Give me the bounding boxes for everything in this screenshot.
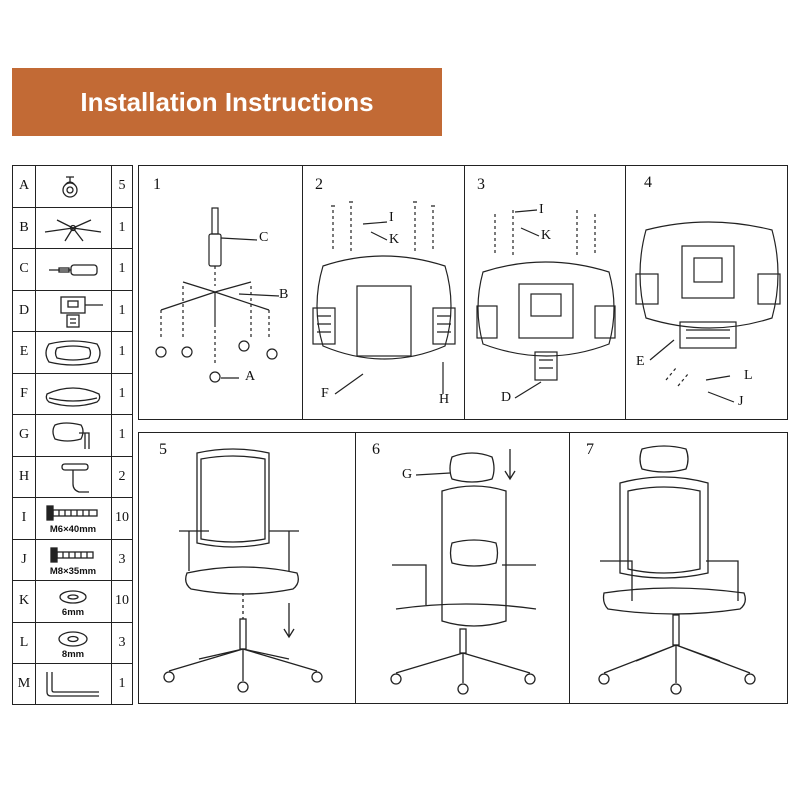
- part-qty: 1: [118, 427, 126, 443]
- step-3-panel: 3 I K D: [464, 165, 626, 420]
- step-number: 5: [159, 441, 167, 458]
- part-qty: 2: [118, 468, 126, 484]
- headrest-install-diagram: [390, 449, 537, 695]
- step-number: 3: [477, 176, 485, 193]
- step-number: 4: [644, 174, 652, 191]
- callout-h: H: [439, 392, 450, 407]
- part-size-label: 8mm: [61, 648, 85, 660]
- tilt-mechanism-icon: [35, 290, 112, 331]
- step-number: 2: [315, 176, 323, 193]
- part-row-a: A 5: [13, 166, 132, 208]
- part-letter: I: [13, 498, 36, 539]
- base-assembly-diagram: [155, 207, 280, 383]
- lumbar-support-icon: [35, 332, 112, 373]
- headrest-icon: [35, 415, 112, 456]
- part-letter: A: [13, 166, 36, 207]
- part-letter: C: [13, 249, 36, 290]
- callout-b: B: [279, 287, 289, 302]
- callout-c: C: [259, 230, 269, 245]
- part-size-label: 6mm: [61, 607, 85, 618]
- part-qty: 1: [118, 676, 126, 691]
- star-base-icon: [35, 207, 112, 248]
- finished-chair-diagram: [598, 445, 756, 695]
- part-size-label: M6×40mm: [49, 524, 97, 535]
- callout-l: L: [744, 368, 753, 383]
- bolt-icon: M6×40mm: [35, 498, 112, 539]
- step-6-panel: 6 G: [355, 432, 570, 704]
- part-letter: B: [13, 207, 36, 248]
- hex-wrench-icon: [35, 664, 112, 704]
- callout-i: I: [389, 210, 394, 225]
- parts-table: A 5 B 1 C 1 D 1 E: [12, 165, 133, 705]
- callout-j: J: [738, 394, 744, 409]
- part-letter: L: [13, 622, 36, 663]
- part-qty: 3: [118, 634, 126, 650]
- part-row-i: I M6×40mm 10: [13, 498, 132, 540]
- part-row-h: H 2: [13, 456, 132, 498]
- callout-k: K: [541, 228, 552, 243]
- washer-icon: 6mm: [35, 581, 112, 622]
- part-row-b: B 1: [13, 207, 132, 249]
- part-row-m: M 1: [13, 664, 132, 704]
- part-row-l: L 8mm 3: [13, 622, 132, 664]
- mechanism-install-diagram: [476, 209, 616, 399]
- gas-cylinder-icon: [35, 249, 112, 290]
- part-qty: 1: [118, 261, 126, 277]
- step-number: 7: [586, 441, 594, 458]
- step-1-panel: 1 C B A: [138, 165, 303, 420]
- step-number: 1: [153, 176, 161, 193]
- part-row-j: J M8×35mm 3: [13, 539, 132, 581]
- callout-a: A: [245, 369, 256, 384]
- part-row-g: G 1: [13, 415, 132, 457]
- part-qty: 1: [118, 385, 126, 401]
- part-letter: D: [13, 290, 36, 331]
- part-row-d: D 1: [13, 290, 132, 332]
- callout-i: I: [539, 202, 544, 217]
- callout-k: K: [389, 232, 400, 247]
- lumbar-install-diagram: [635, 221, 781, 403]
- page-title: Installation Instructions: [80, 86, 374, 117]
- part-row-e: E 1: [13, 332, 132, 374]
- armrest-icon: [35, 456, 112, 497]
- part-row-c: C 1: [13, 249, 132, 291]
- part-qty: 1: [118, 219, 126, 235]
- part-letter: K: [13, 581, 36, 622]
- callout-g: G: [402, 467, 413, 482]
- callout-e: E: [636, 354, 645, 369]
- step-4-panel: 4 E L J: [625, 165, 788, 420]
- seat-cushion-icon: [35, 373, 112, 414]
- callout-d: D: [501, 390, 512, 405]
- step-7-panel: 7: [569, 432, 788, 704]
- chair-on-base-diagram: [163, 448, 323, 693]
- callout-f: F: [321, 386, 329, 401]
- caster-wheel-icon: [35, 166, 112, 207]
- part-letter: M: [13, 664, 36, 704]
- part-letter: E: [13, 332, 36, 373]
- washer-icon: 8mm: [35, 622, 112, 663]
- part-letter: G: [13, 415, 36, 456]
- step-5-panel: 5: [138, 432, 356, 704]
- bolt-icon: M8×35mm: [35, 539, 112, 580]
- part-qty: 10: [115, 510, 129, 526]
- part-letter: H: [13, 456, 36, 497]
- step-2-panel: 2 I K F H: [302, 165, 465, 420]
- part-qty: 3: [118, 551, 126, 567]
- part-letter: F: [13, 373, 36, 414]
- seat-underside-diagram: [312, 201, 456, 395]
- part-qty: 1: [118, 302, 126, 318]
- part-qty: 10: [115, 593, 129, 609]
- part-size-label: M8×35mm: [49, 565, 97, 577]
- part-row-k: K 6mm 10: [13, 581, 132, 623]
- title-banner: Installation Instructions: [12, 68, 442, 136]
- part-row-f: F 1: [13, 373, 132, 415]
- part-qty: 5: [118, 178, 126, 194]
- part-qty: 1: [118, 344, 126, 360]
- part-letter: J: [13, 539, 36, 580]
- step-number: 6: [372, 441, 380, 458]
